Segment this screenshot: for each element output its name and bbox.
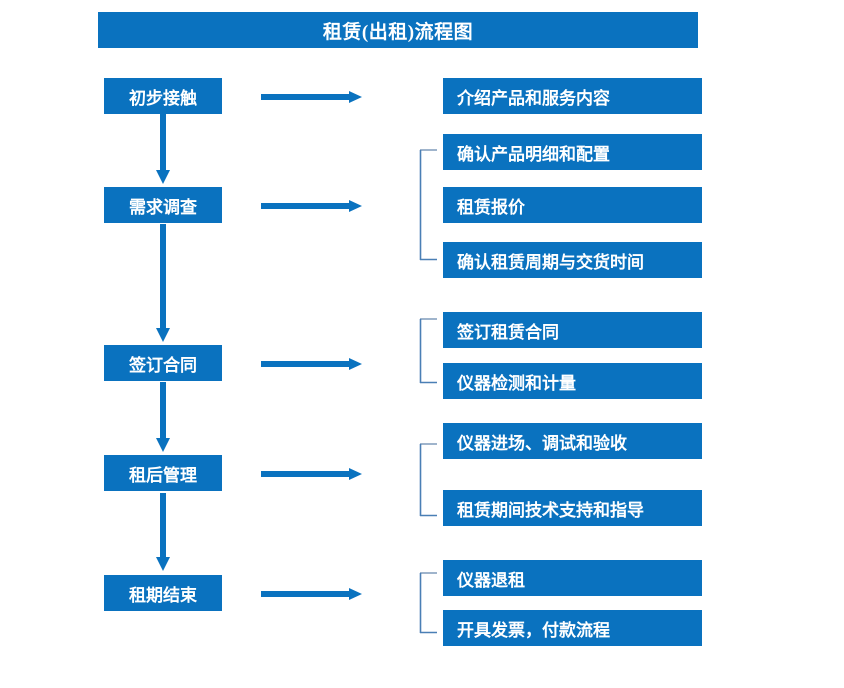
detail-box-确认租赁周期与交货时间[interactable]: 确认租赁周期与交货时间 xyxy=(443,242,702,278)
detail-box-介绍产品和服务内容[interactable]: 介绍产品和服务内容 xyxy=(443,78,702,114)
stage-box-初步接触[interactable]: 初步接触 xyxy=(104,78,222,114)
stage-box-签订合同[interactable]: 签订合同 xyxy=(104,345,222,381)
horizontal-arrow-2 xyxy=(261,197,363,215)
detail-box-开具发票付款流程[interactable]: 开具发票，付款流程 xyxy=(443,610,702,646)
horizontal-arrow-3 xyxy=(261,355,363,373)
vertical-arrow-1 xyxy=(154,114,172,186)
detail-box-仪器进场调试和验收[interactable]: 仪器进场、调试和验收 xyxy=(443,423,702,459)
detail-box-仪器检测和计量[interactable]: 仪器检测和计量 xyxy=(443,363,702,399)
vertical-arrow-2 xyxy=(154,224,172,344)
group-bracket-租期结束 xyxy=(419,572,438,634)
stage-box-租后管理[interactable]: 租后管理 xyxy=(104,455,222,491)
detail-box-租赁报价[interactable]: 租赁报价 xyxy=(443,187,702,223)
stage-box-需求调查[interactable]: 需求调查 xyxy=(104,187,222,223)
detail-box-租赁期间技术支持和指导[interactable]: 租赁期间技术支持和指导 xyxy=(443,490,702,526)
stage-box-租期结束[interactable]: 租期结束 xyxy=(104,575,222,611)
group-bracket-租后管理 xyxy=(419,443,438,517)
vertical-arrow-3 xyxy=(154,382,172,454)
horizontal-arrow-4 xyxy=(261,465,363,483)
horizontal-arrow-1 xyxy=(261,88,363,106)
vertical-arrow-4 xyxy=(154,493,172,573)
group-bracket-签订合同 xyxy=(419,318,438,384)
detail-box-仪器退租[interactable]: 仪器退租 xyxy=(443,560,702,596)
detail-box-确认产品明细和配置[interactable]: 确认产品明细和配置 xyxy=(443,134,702,170)
horizontal-arrow-5 xyxy=(261,585,363,603)
detail-box-签订租赁合同[interactable]: 签订租赁合同 xyxy=(443,312,702,348)
page-title: 租赁(出租)流程图 xyxy=(98,12,698,48)
group-bracket-需求调查 xyxy=(419,149,438,261)
